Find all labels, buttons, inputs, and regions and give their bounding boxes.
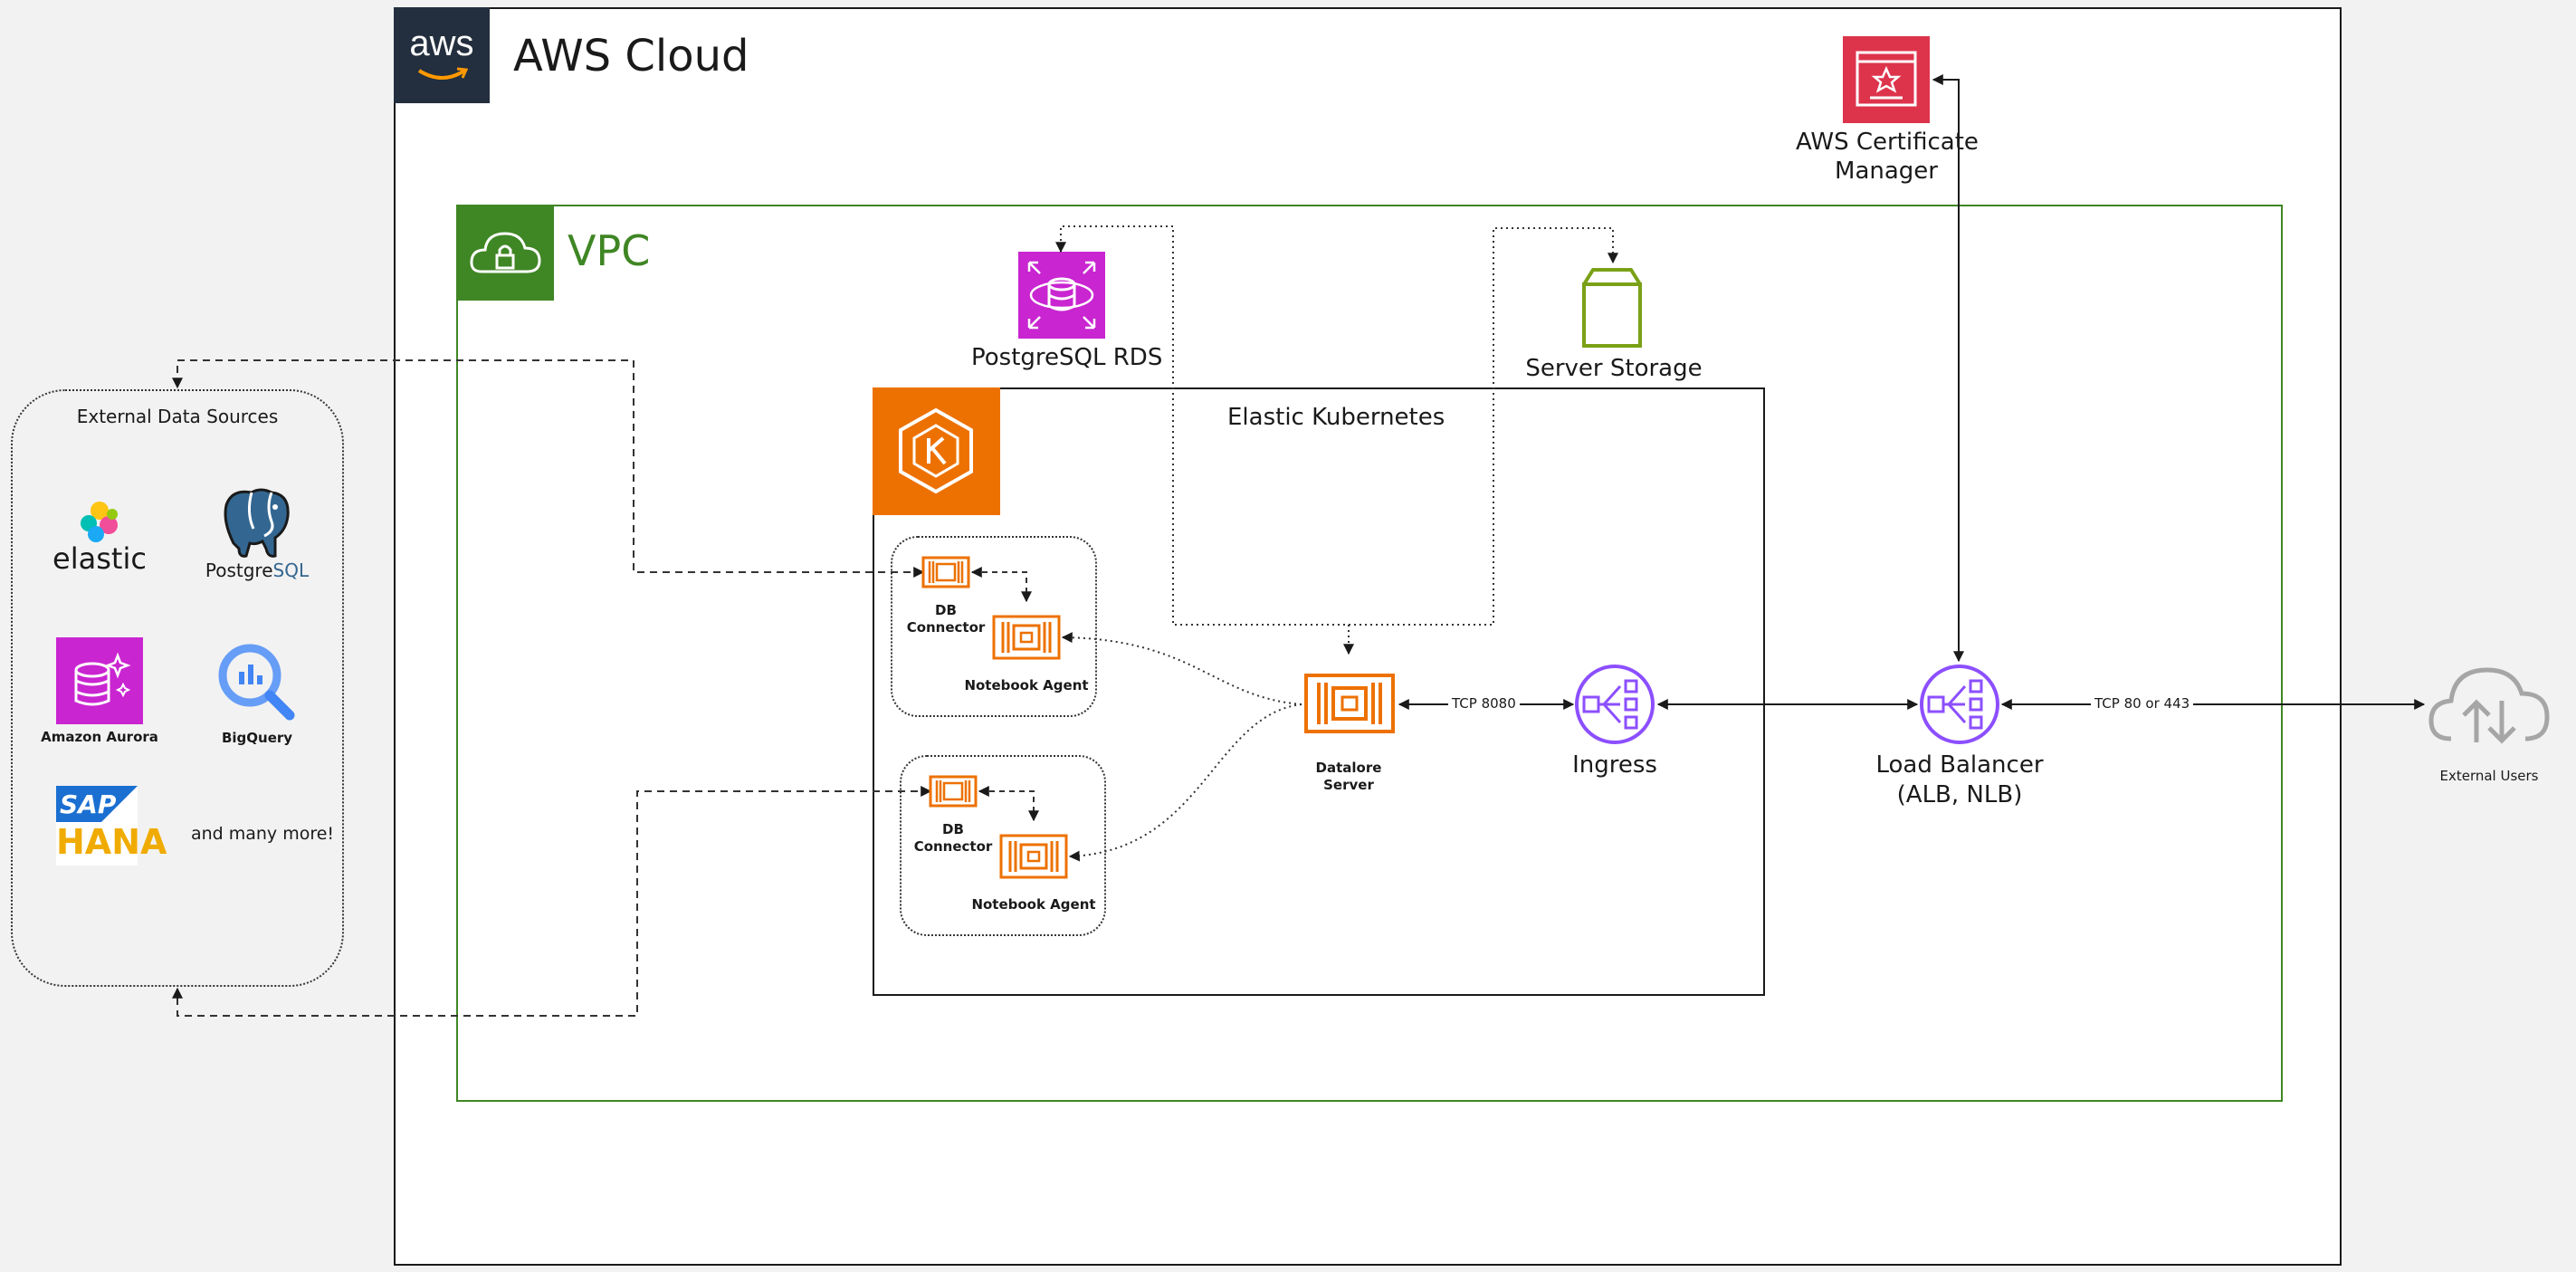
edge-certificate-loadbalancer [1932,74,1964,663]
edge-server-rds [1055,225,1354,655]
datalore-server-icon [1304,674,1395,733]
aws-logo: aws [394,7,490,103]
notebook-agent-2-label: Notebook Agent [971,896,1096,913]
sap-logo-text: SAP [60,789,117,819]
aws-logo-text: aws [409,24,474,63]
certificate-manager-label-2: Manager [1835,158,1938,185]
server-storage-bucket-icon [1582,268,1642,348]
edge-server-agent-1 [1061,632,1302,705]
external-users-label: External Users [2439,768,2539,784]
sap-hana-logo: SAP HANA [56,786,167,866]
notebook-agent-1-label: Notebook Agent [964,677,1089,693]
sap-logo-icon [56,786,138,822]
ingress-label: Ingress [1572,751,1657,779]
db-connector-1-label-1: DB [935,602,957,618]
datalore-server-label-2: Server [1323,777,1374,793]
certificate-manager-node [1843,36,1930,123]
edge-db-connector-2-external [172,786,932,1017]
vpc-logo [456,205,554,301]
amazon-aurora-node [56,637,143,724]
vpc-title: VPC [568,226,651,275]
vpc-cloud-lock-icon [470,232,541,273]
edge-pod-1-internal [970,567,1032,603]
aws-cloud-title: AWS Cloud [513,31,749,81]
ingress-icon [1575,665,1655,744]
server-storage-label: Server Storage [1525,355,1703,382]
db-connector-2-label-2: Connector [913,838,993,855]
edge-server-agent-2 [1068,703,1302,862]
db-connector-2-label-1: DB [942,821,964,837]
notebook-agent-1-icon [992,615,1061,660]
certificate-icon [1856,51,1917,107]
db-connector-1-label-2: Connector [906,619,986,636]
hana-logo-text: HANA [56,822,167,862]
load-balancer-label-2: (ALB, NLB) [1896,781,2023,808]
edge-server-storage [1349,227,1618,626]
bigquery-icon [218,644,295,721]
external-users-cloud-icon [2428,667,2550,744]
edge-pod-2-internal [978,786,1039,822]
load-balancer-label-1: Load Balancer [1875,751,2044,779]
tcp-8080-label: TCP 8080 [1448,695,1520,712]
notebook-agent-2-icon [999,834,1068,879]
aurora-database-icon [74,652,131,706]
amazon-aurora-label: Amazon Aurora [41,729,158,745]
elastic-label: elastic [52,541,147,576]
db-connector-2-icon [929,775,978,808]
edge-db-connector-1-external [172,359,925,578]
aws-smile-icon [417,67,468,80]
db-connector-1-icon [921,556,970,588]
tcp-80-443-label: TCP 80 or 443 [2091,695,2194,712]
bigquery-label: BigQuery [221,730,293,746]
elastic-logo-icon [81,502,118,542]
datalore-server-label-1: Datalore [1315,760,1382,776]
load-balancer-icon [1920,665,1999,744]
